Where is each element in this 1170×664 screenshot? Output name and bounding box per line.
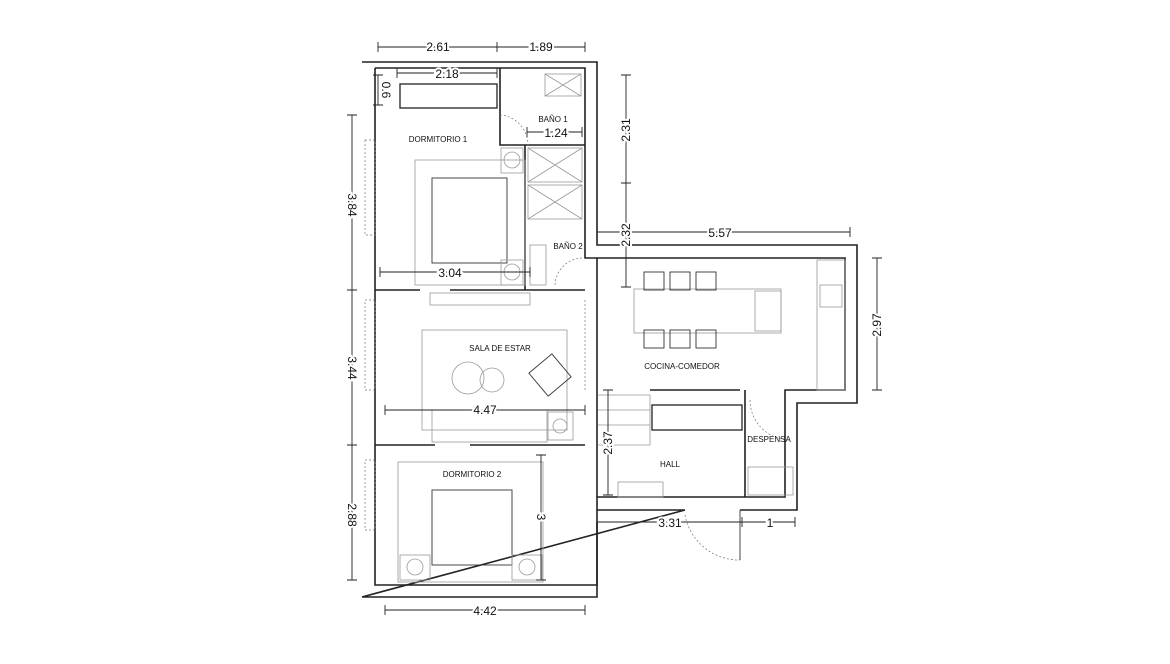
dim-hall-width: 3.31 xyxy=(658,516,682,530)
dim-bottom-width: 4.42 xyxy=(473,604,497,618)
windows xyxy=(364,139,586,531)
room-label-cocina-comedor: COCINA-COMEDOR xyxy=(644,362,720,371)
furniture xyxy=(397,73,846,583)
dim-bano1-height: 2.31 xyxy=(619,118,633,142)
room-label-hall: HALL xyxy=(660,460,681,469)
room-label-dormitorio-1: DORMITORIO 1 xyxy=(409,135,468,144)
dim-sala-width: 4.47 xyxy=(473,403,497,417)
dim-top-left: 2.61 xyxy=(426,40,450,54)
dim-bano2-height: 2.32 xyxy=(619,223,633,247)
dim-bano1-width: 1.24 xyxy=(544,126,568,140)
room-label-sala-de-estar: SALA DE ESTAR xyxy=(469,344,531,353)
dim-dorm2-height: 2.88 xyxy=(345,503,359,527)
room-label-bano-1: BAÑO 1 xyxy=(538,115,568,124)
dim-kitchen-height: 2.97 xyxy=(870,313,884,337)
dim-sala-height: 3.44 xyxy=(345,356,359,380)
room-label-dormitorio-2: DORMITORIO 2 xyxy=(443,470,502,479)
dimension-labels: 2.61 1.89 2.18 0.6 1.24 2.31 2.32 5.57 2… xyxy=(343,38,886,620)
dim-despensa-width: 1 xyxy=(767,516,774,530)
dim-dorm1-width: 3.04 xyxy=(438,266,462,280)
dim-wardrobe: 2.18 xyxy=(435,67,459,81)
dim-top-right: 1.89 xyxy=(529,40,553,54)
dim-dorm1-height: 3.84 xyxy=(345,193,359,217)
room-label-bano-2: BAÑO 2 xyxy=(553,242,583,251)
room-label-despensa: DESPENSA xyxy=(747,435,791,444)
dim-dorm2-depth: 3 xyxy=(534,514,548,521)
interior-walls xyxy=(375,68,746,497)
dim-hall-height: 2.37 xyxy=(601,431,615,455)
dimension-lines xyxy=(347,42,882,615)
dim-kitchen-width: 5.57 xyxy=(708,226,732,240)
dim-wardrobe-depth: 0.6 xyxy=(379,82,393,99)
doors xyxy=(499,114,791,561)
